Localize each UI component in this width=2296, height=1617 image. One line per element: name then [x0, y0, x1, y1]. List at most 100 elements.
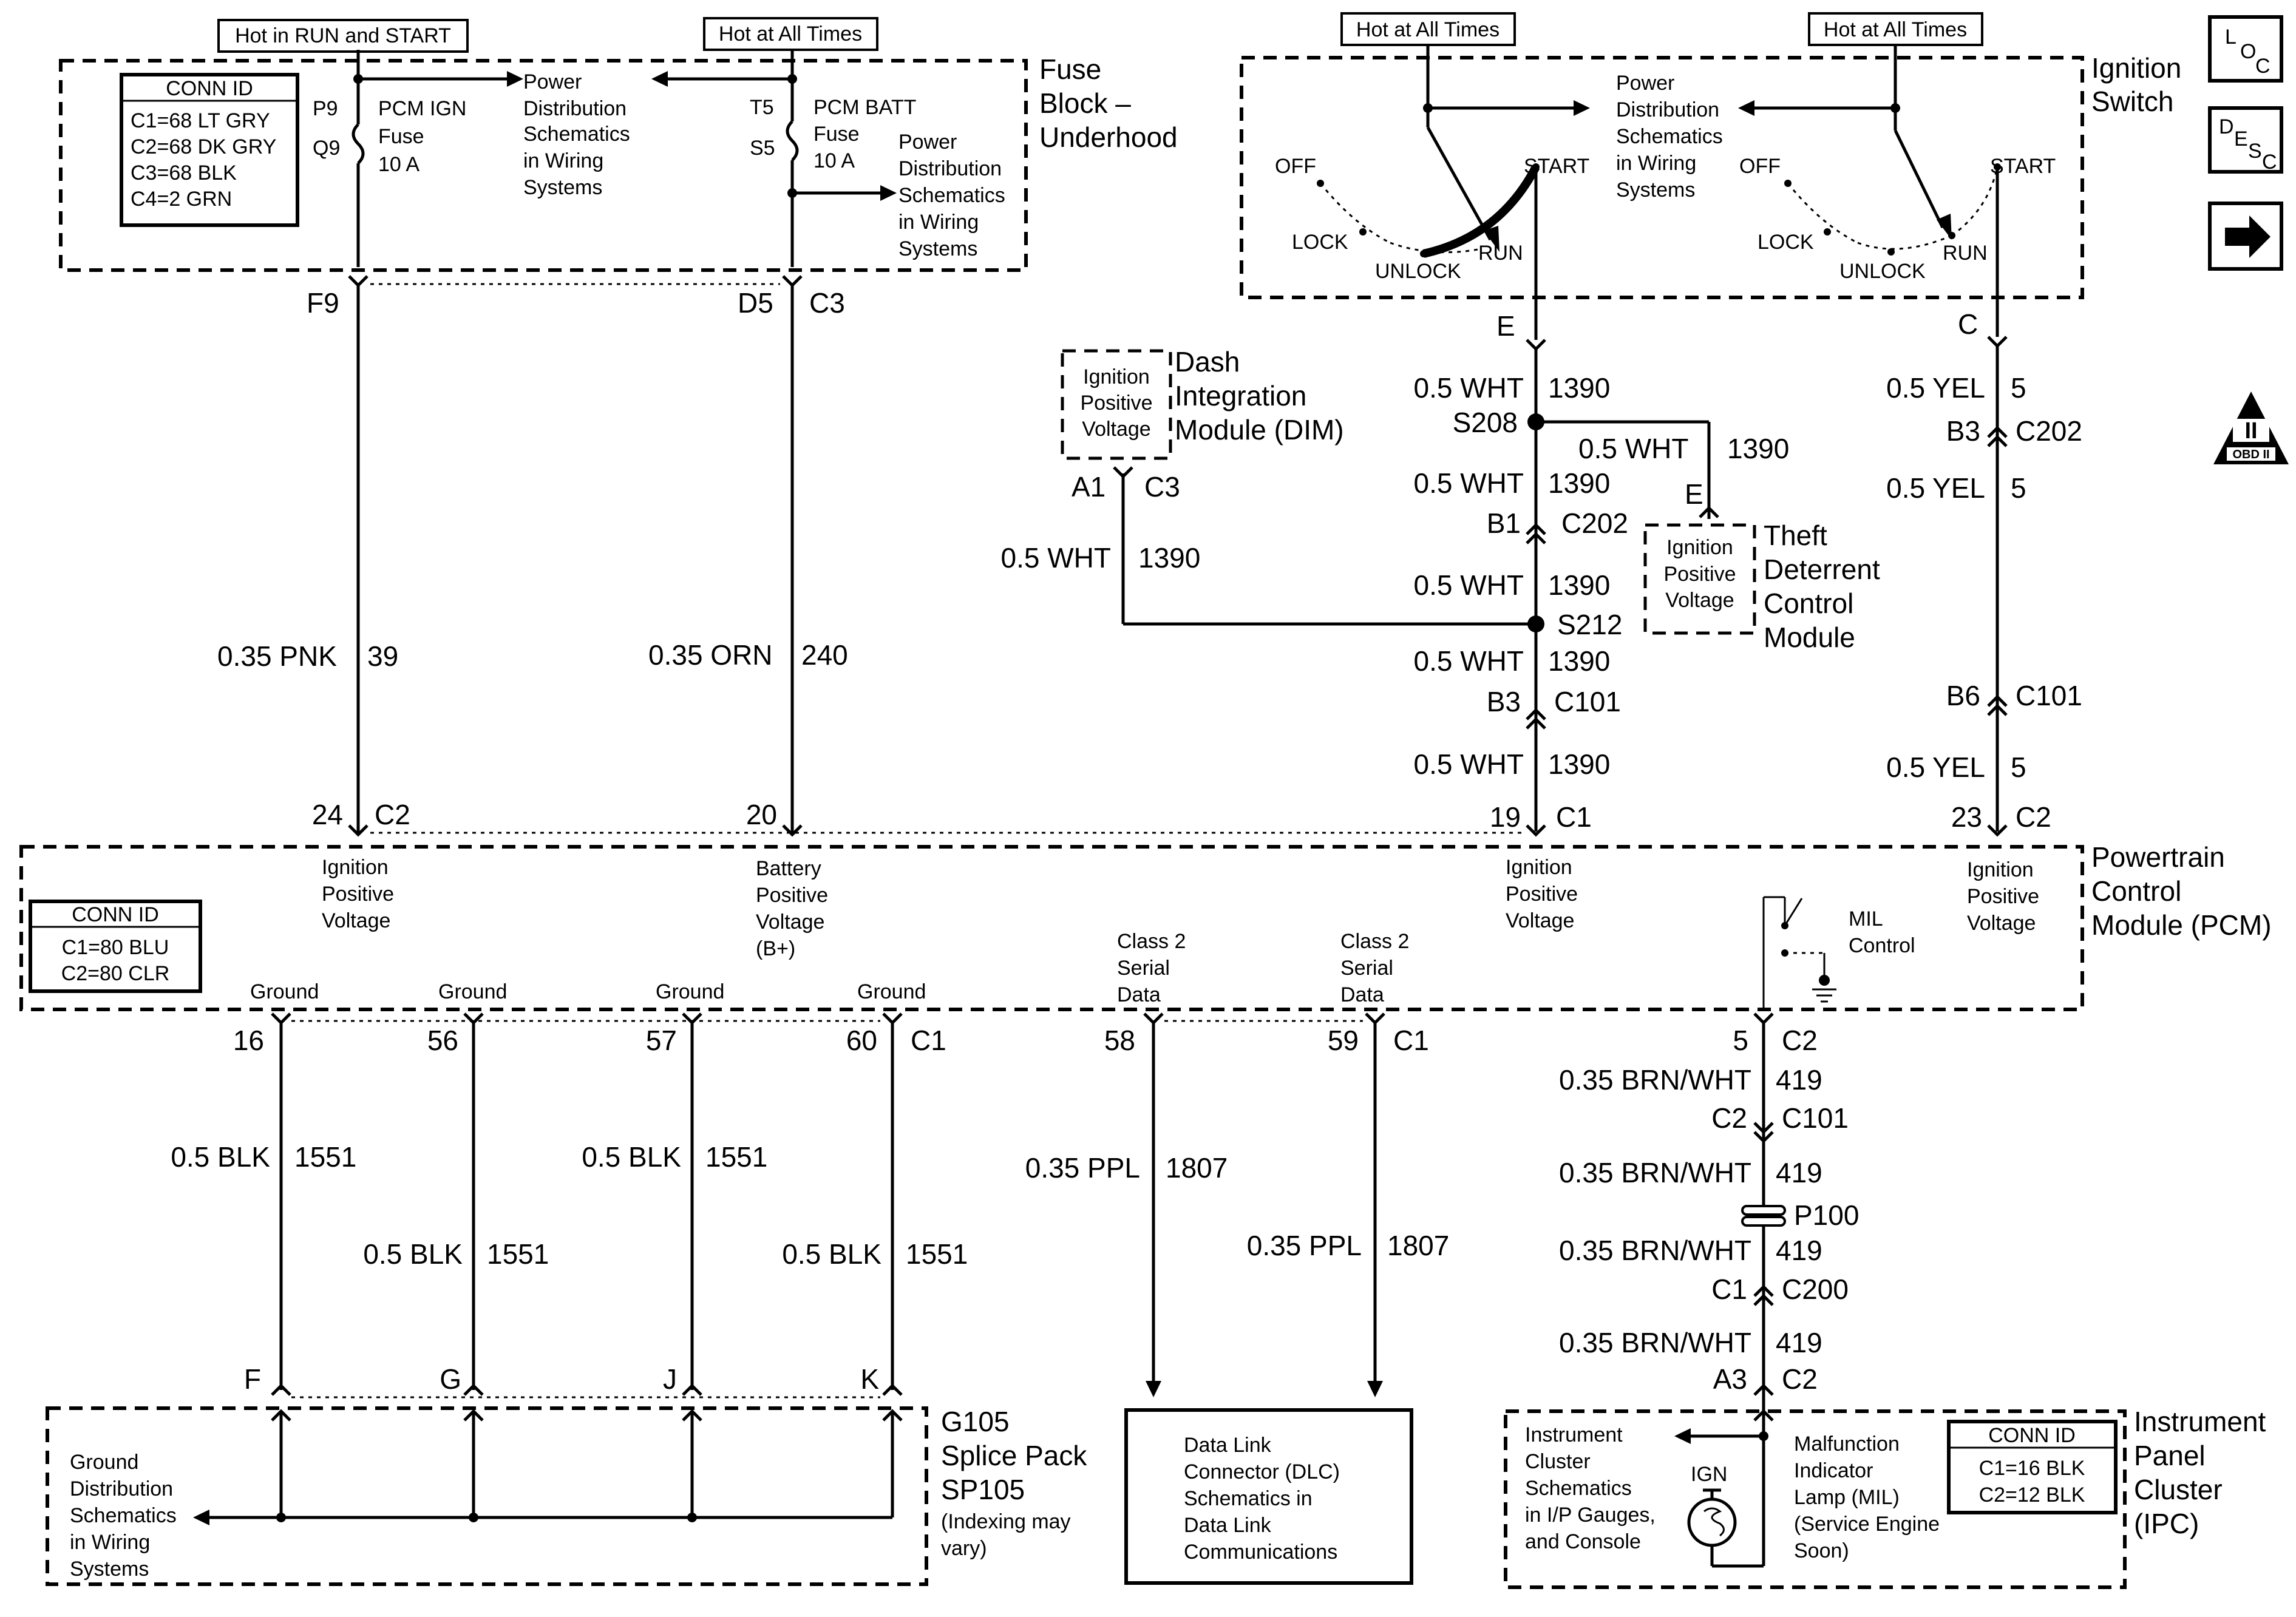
svg-text:Data: Data: [1117, 983, 1161, 1006]
svg-text:S5: S5: [750, 137, 775, 160]
svg-text:SP105: SP105: [941, 1474, 1025, 1505]
svg-text:CONN ID: CONN ID: [72, 903, 159, 926]
svg-text:C1: C1: [911, 1025, 946, 1056]
power-distribution-ref-1[interactable]: Power Distribution Schematics in Wiring …: [523, 70, 630, 199]
svg-text:Instrument: Instrument: [2134, 1406, 2266, 1437]
svg-text:C2: C2: [1782, 1363, 1818, 1395]
svg-text:in Wiring: in Wiring: [523, 149, 603, 172]
svg-text:LOCK: LOCK: [1292, 231, 1348, 254]
svg-text:419: 419: [1776, 1157, 1822, 1188]
svg-text:57: 57: [646, 1025, 677, 1056]
svg-text:C3: C3: [809, 287, 845, 319]
loc-icon[interactable]: L O C: [2208, 15, 2283, 83]
svg-text:Module (PCM): Module (PCM): [2091, 909, 2272, 941]
svg-text:58: 58: [1104, 1025, 1135, 1056]
svg-text:Q9: Q9: [313, 137, 340, 160]
svg-text:0.35 PPL: 0.35 PPL: [1247, 1230, 1362, 1261]
svg-text:Serial: Serial: [1117, 957, 1170, 980]
svg-text:Positive: Positive: [1506, 883, 1578, 906]
svg-text:C2: C2: [1782, 1025, 1818, 1056]
svg-text:1390: 1390: [1548, 645, 1610, 677]
svg-text:J: J: [663, 1363, 677, 1395]
svg-text:B6: B6: [1946, 680, 1980, 711]
svg-text:0.5 WHT: 0.5 WHT: [1414, 569, 1524, 601]
svg-text:K: K: [860, 1363, 879, 1395]
svg-text:Schematics: Schematics: [70, 1504, 177, 1527]
svg-text:C2=80 CLR: C2=80 CLR: [61, 962, 170, 985]
svg-text:1390: 1390: [1548, 569, 1610, 601]
ground-distribution-ref[interactable]: Ground Distribution Schematics in Wiring…: [70, 1451, 177, 1581]
svg-text:T5: T5: [750, 96, 774, 119]
svg-text:419: 419: [1776, 1064, 1822, 1096]
svg-text:S212: S212: [1557, 609, 1622, 640]
ignition-switch: Hot at All Times Hot at All Times Igniti…: [1240, 12, 2181, 340]
svg-text:C2: C2: [375, 799, 410, 830]
data-link-connector-ref[interactable]: Data Link Connector (DLC) Schematics in …: [1124, 1408, 1413, 1585]
svg-text:D5: D5: [738, 287, 773, 319]
svg-text:Distribution: Distribution: [70, 1477, 173, 1500]
svg-text:23: 23: [1951, 801, 1982, 833]
svg-text:Cluster: Cluster: [1525, 1450, 1591, 1473]
ipc-conn-id: CONN ID C1=16 BLK C2=12 BLK: [1947, 1420, 2118, 1514]
svg-text:Soon): Soon): [1794, 1539, 1849, 1562]
svg-text:C2: C2: [1711, 1102, 1747, 1134]
svg-text:PCM BATT: PCM BATT: [813, 96, 916, 119]
svg-text:5: 5: [2011, 751, 2026, 783]
svg-text:Underhood: Underhood: [1039, 121, 1178, 153]
power-distribution-ref-2[interactable]: Power Distribution Schematics in Wiring …: [898, 131, 1005, 260]
svg-text:Indicator: Indicator: [1794, 1459, 1873, 1482]
svg-text:10 A: 10 A: [813, 149, 855, 172]
svg-text:Ignition: Ignition: [1506, 856, 1572, 879]
svg-text:0.5 WHT: 0.5 WHT: [1001, 542, 1111, 574]
svg-text:Voltage: Voltage: [1082, 418, 1150, 441]
circuit-1390: 0.5 WHT 1390 S208 0.5 WHT 1390 B1 C202 0…: [1113, 349, 1789, 832]
next-arrow-icon[interactable]: [2208, 202, 2283, 271]
svg-text:0.5 BLK: 0.5 BLK: [171, 1141, 270, 1173]
svg-text:C202: C202: [2016, 415, 2082, 447]
svg-text:P9: P9: [313, 97, 338, 120]
svg-text:C2=68 DK GRY: C2=68 DK GRY: [131, 135, 276, 158]
svg-text:1807: 1807: [1387, 1230, 1449, 1261]
svg-text:S208: S208: [1453, 407, 1518, 438]
svg-text:G105: G105: [941, 1406, 1010, 1437]
svg-text:Data Link: Data Link: [1184, 1434, 1272, 1457]
svg-text:Control: Control: [1764, 588, 1853, 619]
desc-icon[interactable]: D E S C: [2208, 106, 2283, 174]
svg-text:Schematics: Schematics: [1616, 125, 1723, 148]
svg-text:0.5 WHT: 0.5 WHT: [1414, 645, 1524, 677]
mil-lamp-icon: [1687, 1488, 1764, 1568]
circuit-419: 0.35 BRN/WHT 419 C2 C101 0.35 BRN/WHT 41…: [1559, 1023, 1859, 1408]
svg-text:Panel: Panel: [2134, 1440, 2206, 1471]
svg-text:0.35 BRN/WHT: 0.35 BRN/WHT: [1559, 1235, 1751, 1266]
svg-text:C: C: [2255, 55, 2271, 78]
svg-text:56: 56: [427, 1025, 458, 1056]
svg-text:Communications: Communications: [1184, 1541, 1337, 1564]
svg-text:C101: C101: [1782, 1102, 1849, 1134]
svg-text:0.5 YEL: 0.5 YEL: [1886, 472, 1985, 504]
svg-text:Ignition: Ignition: [1083, 365, 1150, 388]
svg-text:(Indexing may: (Indexing may: [941, 1510, 1071, 1533]
svg-text:1551: 1551: [906, 1238, 968, 1270]
svg-text:0.35 BRN/WHT: 0.35 BRN/WHT: [1559, 1064, 1751, 1096]
svg-text:Serial: Serial: [1340, 957, 1393, 980]
svg-text:START: START: [1524, 155, 1589, 178]
svg-text:Voltage: Voltage: [756, 910, 824, 934]
power-distribution-ref-3[interactable]: Power Distribution Schematics in Wiring …: [1616, 72, 1723, 202]
connector-f9-d5: F9 D5 C3: [307, 275, 845, 319]
svg-text:C101: C101: [2016, 680, 2082, 711]
svg-text:0.35 ORN: 0.35 ORN: [648, 639, 773, 671]
svg-text:Power: Power: [1616, 72, 1674, 95]
svg-text:5: 5: [2011, 472, 2026, 504]
svg-text:1551: 1551: [294, 1141, 356, 1173]
svg-text:Control: Control: [1849, 934, 1915, 957]
svg-text:PCM IGN: PCM IGN: [378, 97, 466, 120]
svg-text:419: 419: [1776, 1235, 1822, 1266]
svg-text:A3: A3: [1713, 1363, 1747, 1395]
svg-text:START: START: [1990, 155, 2056, 178]
svg-text:Deterrent: Deterrent: [1764, 554, 1880, 585]
svg-text:Systems: Systems: [898, 237, 977, 260]
hot-all-times-label-3: Hot at All Times: [1824, 18, 1967, 41]
instrument-cluster-ref[interactable]: Instrument Cluster Schematics in I/P Gau…: [1525, 1423, 1656, 1553]
svg-text:20: 20: [746, 799, 777, 830]
